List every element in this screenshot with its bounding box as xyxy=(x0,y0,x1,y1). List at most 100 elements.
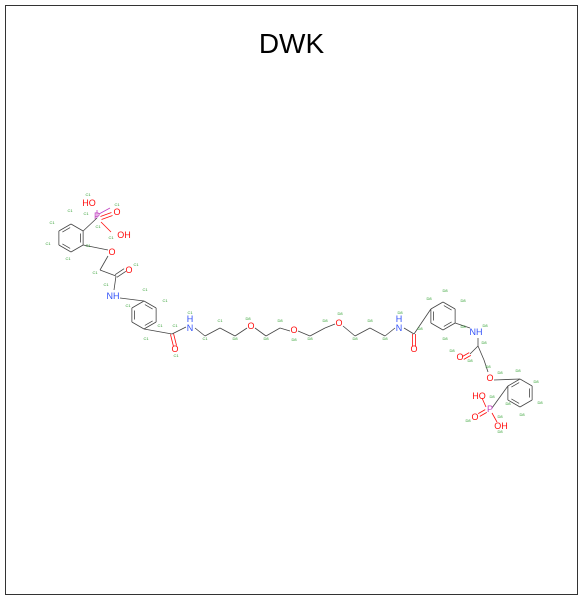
phosphoryl-oxygen: O xyxy=(113,207,120,217)
atom-annotation-tag: D8 xyxy=(533,379,539,384)
bond xyxy=(83,244,109,251)
bond xyxy=(113,275,117,291)
bond xyxy=(442,301,456,310)
atom-annotation-tag: C1 xyxy=(187,310,193,315)
bond xyxy=(116,270,127,278)
bond xyxy=(443,305,452,311)
amide-h: H xyxy=(396,314,403,324)
atom-annotation-tag: D8 xyxy=(232,336,238,341)
atom-annotation-tag: D8 xyxy=(465,418,471,423)
atom-annotation-tag: D8 xyxy=(505,401,511,406)
bond xyxy=(143,328,173,335)
atom-annotation-tag: C1 xyxy=(162,298,168,303)
carbonyl-oxygen: O xyxy=(171,344,178,354)
bond xyxy=(171,326,187,335)
atom-annotation-tag: D8 xyxy=(263,336,269,341)
bond xyxy=(384,327,396,337)
atom-annotation-tag: C1 xyxy=(92,270,98,275)
ether-oxygen: O xyxy=(486,373,493,383)
atom-annotation-tag: C1 xyxy=(108,235,114,240)
bond xyxy=(265,327,281,337)
bond-layer xyxy=(58,207,533,423)
bond xyxy=(100,221,112,233)
atom-annotation-tag: C1 xyxy=(67,208,73,213)
bond xyxy=(98,207,111,215)
bond xyxy=(519,378,533,387)
atom-annotation-tag: C1 xyxy=(173,353,179,358)
bond xyxy=(491,385,509,409)
atom-annotation-tag: C1 xyxy=(103,282,109,287)
bond xyxy=(143,300,157,309)
phosphorus-atom: P xyxy=(94,211,100,221)
carbonyl-oxygen: O xyxy=(410,344,417,354)
bond xyxy=(483,359,489,373)
bond xyxy=(100,212,112,217)
bond xyxy=(170,334,174,347)
atom-annotation-tag: D8 xyxy=(291,337,297,342)
atom-annotation-tag: D8 xyxy=(497,370,503,375)
atom-annotation-tag: D8 xyxy=(382,336,388,341)
atom-annotation-tag: C1 xyxy=(65,256,71,261)
bond xyxy=(413,308,432,335)
atom-annotation-tag: C1 xyxy=(95,224,101,229)
bond xyxy=(342,325,356,337)
bond xyxy=(143,321,157,330)
atom-annotation-tag: C1 xyxy=(157,323,163,328)
atom-annotation-tag: D8 xyxy=(322,318,328,323)
atom-annotation-tag: D8 xyxy=(397,310,403,315)
carbonyl-oxygen: O xyxy=(125,265,132,275)
hydroxyl-group: OH xyxy=(117,230,131,240)
hydroxyl-group: HO xyxy=(82,198,96,208)
molecule-title: DWK xyxy=(258,28,325,59)
bond xyxy=(477,345,485,361)
atom-annotation-tag: D8 xyxy=(497,414,503,419)
atom-annotation-tag: D8 xyxy=(426,296,432,301)
bond xyxy=(297,330,311,337)
atom-annotation-tag: D8 xyxy=(245,316,251,321)
bond xyxy=(478,409,486,414)
atom-annotation-tag: C1 xyxy=(202,336,208,341)
bond xyxy=(70,223,84,232)
bond xyxy=(62,243,71,249)
atom-annotation-tag: D8 xyxy=(460,324,466,329)
bond xyxy=(144,320,153,326)
atom-annotation-tag: D8 xyxy=(367,318,373,323)
atom-annotation-tag: D8 xyxy=(519,412,525,417)
atom-annotation-tag: C1 xyxy=(133,262,139,267)
atom-annotation-layer: C1C1C1C1C1C1C1C1C1C1C1C1C1C1C1C1C1C1C1C1… xyxy=(45,192,543,434)
atom-annotation-tag: D8 xyxy=(307,336,313,341)
atom-annotation-tag: C1 xyxy=(125,303,131,308)
bond xyxy=(70,244,84,253)
bond xyxy=(82,217,98,232)
bond xyxy=(173,333,177,346)
bond xyxy=(114,268,125,276)
ether-oxygen: O xyxy=(247,321,254,331)
bond xyxy=(479,412,487,417)
atom-annotation-tag: C1 xyxy=(49,220,55,225)
bond xyxy=(454,322,471,329)
bond xyxy=(507,378,521,387)
atom-annotation-tag: C1 xyxy=(114,202,120,207)
atom-annotation-tag: C1 xyxy=(143,336,149,341)
atom-annotation-tag: C1 xyxy=(45,241,51,246)
atom-annotation-tag: C1 xyxy=(172,323,178,328)
atom-annotation-tag: D8 xyxy=(277,318,283,323)
bond xyxy=(219,327,236,337)
amide-n: N xyxy=(187,323,194,333)
atom-annotation-tag: D8 xyxy=(485,364,491,369)
atom-annotation-tag: D8 xyxy=(460,298,466,303)
bond xyxy=(469,345,479,355)
atom-annotation-tag: D8 xyxy=(442,288,448,293)
phosphoryl-oxygen: O xyxy=(471,412,478,422)
bond xyxy=(279,327,291,332)
bond xyxy=(119,297,145,302)
atom-annotation-tag: D8 xyxy=(482,323,488,328)
atom-annotation-tag: D8 xyxy=(352,336,358,341)
amide-nh: NH xyxy=(470,327,483,337)
amide-n: N xyxy=(396,323,403,333)
bond xyxy=(324,323,336,329)
bond xyxy=(369,327,386,337)
structure-viewer: DWK xyxy=(5,5,578,595)
ether-oxygen: O xyxy=(290,325,297,335)
